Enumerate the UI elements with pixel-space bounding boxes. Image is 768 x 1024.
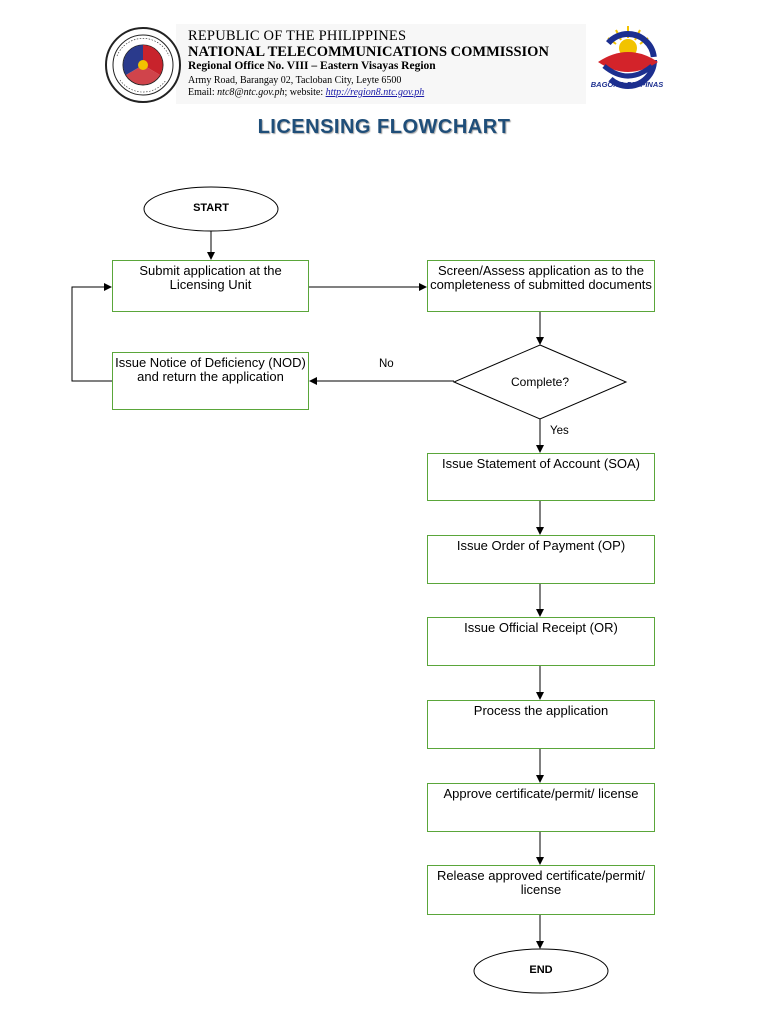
nod-label: Issue Notice of Deficiency (NOD) and ret… (115, 355, 306, 384)
ntc-seal-logo (105, 27, 181, 103)
end-label: END (529, 964, 553, 976)
header-republic: REPUBLIC OF THE PHILIPPINES (188, 28, 407, 44)
email-address[interactable]: ntc8@ntc.gov.ph (217, 86, 285, 98)
process-label: Process the application (473, 703, 609, 718)
submit-application-box: Submit application at the Licensing Unit (112, 260, 309, 312)
page-title: LICENSING FLOWCHART (257, 116, 511, 138)
bagong-pilipinas-logo (598, 26, 658, 89)
or-label: Issue Official Receipt (OR) (464, 620, 618, 635)
letterhead-text: REPUBLIC OF THE PHILIPPINES NATIONAL TEL… (188, 29, 549, 98)
nod-box: Issue Notice of Deficiency (NOD) and ret… (112, 352, 309, 410)
header-regional-office: Regional Office No. VIII – Eastern Visay… (188, 60, 436, 72)
soa-label: Issue Statement of Account (SOA) (442, 456, 640, 471)
approve-box: Approve certificate/permit/ license (427, 783, 655, 832)
approve-label: Approve certificate/permit/ license (443, 786, 639, 801)
website-label: ; website: (284, 86, 326, 98)
website-link[interactable]: http://region8.ntc.gov.ph (325, 86, 425, 98)
or-box: Issue Official Receipt (OR) (427, 617, 655, 666)
header-address: Army Road, Barangay 02, Tacloban City, L… (188, 74, 402, 86)
yes-label: Yes (550, 425, 569, 437)
release-label: Release approved certificate/permit/ lic… (436, 868, 646, 897)
op-box: Issue Order of Payment (OP) (427, 535, 655, 584)
end-terminal (473, 948, 609, 994)
process-box: Process the application (427, 700, 655, 749)
submit-application-label: Submit application at the Licensing Unit (139, 263, 282, 292)
screen-application-label: Screen/Assess application as to the comp… (430, 263, 652, 292)
release-box: Release approved certificate/permit/ lic… (427, 865, 655, 915)
no-label: No (379, 358, 394, 370)
header-agency: NATIONAL TELECOMMUNICATIONS COMMISSION (188, 43, 549, 60)
letterhead-background (176, 24, 586, 104)
header-contact: Email: ntc8@ntc.gov.ph; website: http://… (188, 86, 549, 98)
email-label: Email: (188, 86, 218, 98)
start-label: START (193, 202, 229, 214)
arrow-nod-to-submit (71, 283, 112, 382)
soa-box: Issue Statement of Account (SOA) (427, 453, 655, 501)
decision-label: Complete? (510, 375, 570, 389)
bagong-pilipinas-label: BAGONG PILIPINAS (590, 80, 664, 89)
screen-application-box: Screen/Assess application as to the comp… (427, 260, 655, 312)
op-label: Issue Order of Payment (OP) (456, 538, 626, 553)
